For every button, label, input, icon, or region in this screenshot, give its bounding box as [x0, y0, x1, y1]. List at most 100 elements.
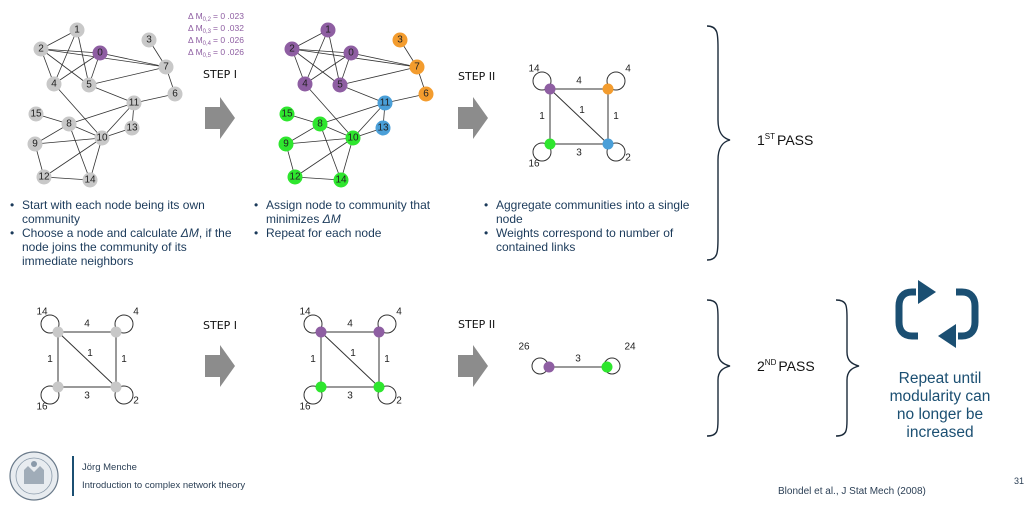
- page-number: 31: [1014, 476, 1025, 486]
- graph-node: [392, 32, 408, 48]
- bullet-item: Start with each node being its own commu…: [10, 198, 235, 226]
- community-node: [315, 326, 327, 338]
- graph-edge: [291, 48, 352, 54]
- graph-edge: [294, 137, 354, 178]
- bullet-list-aggregate: Aggregate communities into a single node…: [484, 198, 699, 254]
- delta-m-0-2: Δ M0,2= 0 .023: [188, 11, 244, 23]
- edge-weight: 3: [575, 354, 581, 365]
- graph-edge: [76, 29, 90, 86]
- graph-edge: [88, 84, 135, 104]
- graph-node-label: 7: [163, 62, 169, 73]
- graph-node-label: 12: [38, 172, 50, 183]
- graph-node: [28, 106, 44, 122]
- graph-edge: [43, 137, 103, 178]
- self-loop: [606, 71, 626, 91]
- bullet-item: Assign node to community that minimizes …: [254, 198, 459, 226]
- community-node: [52, 326, 64, 338]
- loop-weight: 14: [528, 64, 540, 75]
- graph-edge: [43, 176, 91, 181]
- aggregate-edge: [549, 88, 609, 145]
- graph-node-label: 5: [86, 80, 92, 91]
- graph-node-label: 11: [129, 98, 140, 109]
- community-node: [602, 83, 614, 95]
- edge-weight: 1: [539, 111, 545, 122]
- self-loop: [532, 142, 552, 162]
- community-node: [373, 381, 385, 393]
- edge-weight: 1: [87, 348, 93, 359]
- graph-node: [158, 59, 174, 75]
- citation: Blondel et al., J Stat Mech (2008): [778, 486, 926, 497]
- graph-node-label: 2: [289, 44, 295, 55]
- delta-m-0-4: Δ M0,4= 0 .026: [188, 35, 244, 47]
- graph-node: [61, 116, 77, 132]
- edge-weight: 1: [121, 354, 127, 365]
- graph-node-label: 14: [84, 175, 96, 186]
- self-loop: [40, 314, 60, 334]
- graph-edge: [319, 123, 342, 181]
- footer-divider: [72, 456, 74, 496]
- graph-node: [46, 76, 62, 92]
- graph-node-label: 1: [325, 25, 331, 36]
- community-node: [544, 83, 556, 95]
- graph-edge: [339, 84, 386, 104]
- bullet-list-initial: Start with each node being its own commu…: [10, 198, 235, 268]
- graph-edge: [101, 102, 135, 139]
- graph-node: [36, 169, 52, 185]
- brace-right-icon: [706, 299, 731, 437]
- delta-m-0-5: Δ M0,5= 0 .026: [188, 47, 244, 59]
- graph-edge: [319, 102, 386, 125]
- loop-weight: 16: [36, 402, 48, 413]
- loop-weight: 16: [528, 159, 540, 170]
- course-title: Introduction to complex network theory: [82, 480, 246, 491]
- graph-node-label: 3: [146, 35, 152, 46]
- self-loop: [114, 385, 134, 405]
- edge-weight: 1: [310, 354, 316, 365]
- graph-node-label: 1: [74, 25, 80, 36]
- community-node: [110, 326, 122, 338]
- graph-node: [297, 76, 313, 92]
- graph-node: [124, 120, 140, 136]
- bullet-item: Weights correspond to number of containe…: [484, 226, 699, 254]
- edge-weight: 1: [384, 354, 390, 365]
- community-node-green: [601, 361, 613, 373]
- graph-node: [82, 172, 98, 188]
- repeat-cycle-icon: [895, 280, 979, 348]
- graph-edge: [304, 52, 352, 85]
- graph-node: [320, 22, 336, 38]
- graph-node-label: 6: [423, 89, 429, 100]
- repeat-caption: Repeat until modularity can no longer be…: [889, 370, 991, 441]
- community-node: [110, 381, 122, 393]
- graph-node: [92, 45, 108, 61]
- arrow-right-icon: [205, 97, 235, 139]
- graph-node-label: 14: [335, 175, 347, 186]
- graph-node-label: 0: [97, 48, 103, 59]
- self-loop: [40, 385, 60, 405]
- graph-edge: [34, 137, 103, 145]
- graph-edge: [53, 29, 78, 85]
- graph-node-label: 4: [302, 79, 308, 90]
- community-node: [373, 326, 385, 338]
- delta-m-0-3: Δ M0,3= 0 .032: [188, 23, 244, 35]
- bullet-list-assign: Assign node to community that minimizes …: [254, 198, 459, 240]
- self-loop: [532, 71, 552, 91]
- graph-node: [278, 136, 294, 152]
- community-node: [544, 138, 556, 150]
- graph-edge: [53, 52, 101, 85]
- graph-node-label: 7: [414, 62, 420, 73]
- arrow-right-icon: [458, 345, 488, 387]
- step-2-label-pass-2: STEP II: [458, 318, 495, 331]
- graph-edge: [40, 48, 90, 86]
- loop-weight: 4: [396, 307, 402, 318]
- graph-edge: [68, 123, 91, 181]
- edge-weight: 1: [47, 354, 53, 365]
- edge-weight: 4: [347, 319, 353, 330]
- graph-node-label: 8: [66, 119, 72, 130]
- aggregate-edge: [320, 331, 380, 388]
- graph-edge: [291, 48, 341, 86]
- graph-node-label: 10: [347, 133, 359, 144]
- step-2-label-pass-1: STEP II: [458, 70, 495, 83]
